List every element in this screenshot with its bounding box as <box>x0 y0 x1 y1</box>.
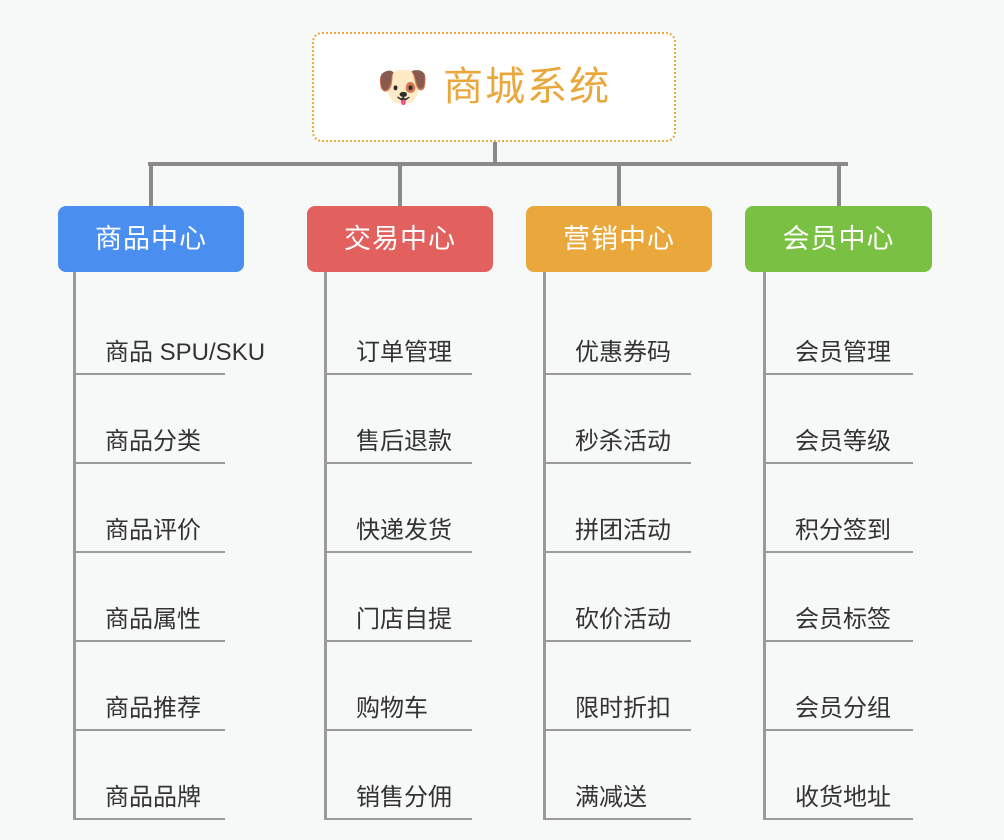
leaf-item[interactable]: 积分签到 <box>763 464 913 553</box>
leaf-underline <box>543 640 691 642</box>
branch-trunk-product-center <box>73 272 76 820</box>
category-label-marketing-center: 营销中心 <box>563 223 675 254</box>
leaf-label: 订单管理 <box>356 339 452 366</box>
category-box-product-center[interactable]: 商品中心 <box>58 206 244 272</box>
leaf-item[interactable]: 收货地址 <box>763 731 913 820</box>
branch-trade-center: 订单管理售后退款快递发货门店自提购物车销售分佣 <box>324 272 512 820</box>
leaf-label: 销售分佣 <box>356 784 452 811</box>
dog-face-icon: 🐶 <box>376 63 430 110</box>
leaf-label: 满减送 <box>575 784 647 811</box>
leaf-item[interactable]: 秒杀活动 <box>543 375 691 464</box>
leaf-item[interactable]: 会员等级 <box>763 375 913 464</box>
leaf-underline <box>324 551 472 553</box>
leaf-underline <box>73 373 225 375</box>
leaf-label: 会员标签 <box>795 606 891 633</box>
leaf-item[interactable]: 拼团活动 <box>543 464 691 553</box>
leaf-item[interactable]: 商品品牌 <box>73 731 225 820</box>
leaf-label: 商品分类 <box>105 428 201 455</box>
leaf-underline <box>324 640 472 642</box>
connector-drop-trade-center <box>398 162 402 207</box>
leaf-label: 快递发货 <box>356 517 452 544</box>
leaf-item[interactable]: 商品推荐 <box>73 642 225 731</box>
leaf-label: 商品推荐 <box>105 695 201 722</box>
leaf-underline <box>763 640 913 642</box>
leaf-item[interactable]: 会员管理 <box>763 286 913 375</box>
root-node[interactable]: 🐶 商城系统 <box>312 32 676 142</box>
branch-trunk-trade-center <box>324 272 327 820</box>
leaf-underline <box>763 551 913 553</box>
leaf-item[interactable]: 会员标签 <box>763 553 913 642</box>
leaf-item[interactable]: 会员分组 <box>763 642 913 731</box>
leaf-label: 商品属性 <box>105 606 201 633</box>
connector-drop-member-center <box>836 162 841 207</box>
branch-trunk-marketing-center <box>543 272 546 820</box>
leaf-label: 门店自提 <box>356 606 452 633</box>
branch-marketing-center: 优惠券码秒杀活动拼团活动砍价活动限时折扣满减送 <box>543 272 731 820</box>
leaf-underline <box>763 818 913 820</box>
connector-root-stem <box>493 142 497 165</box>
leaf-label: 限时折扣 <box>575 695 671 722</box>
leaf-label: 会员管理 <box>795 339 891 366</box>
leaf-item[interactable]: 门店自提 <box>324 553 472 642</box>
leaf-label: 积分签到 <box>795 517 891 544</box>
leaf-item[interactable]: 商品分类 <box>73 375 225 464</box>
leaf-label: 售后退款 <box>356 428 452 455</box>
leaf-underline <box>543 373 691 375</box>
branch-trunk-member-center <box>763 272 766 820</box>
leaf-item[interactable]: 快递发货 <box>324 464 472 553</box>
leaf-item[interactable]: 砍价活动 <box>543 553 691 642</box>
leaf-underline <box>73 640 225 642</box>
leaf-item[interactable]: 限时折扣 <box>543 642 691 731</box>
leaf-underline <box>543 551 691 553</box>
leaf-item[interactable]: 售后退款 <box>324 375 472 464</box>
leaf-label: 拼团活动 <box>575 517 671 544</box>
leaf-label: 优惠券码 <box>575 339 671 366</box>
leaf-underline <box>73 729 225 731</box>
leaf-label: 秒杀活动 <box>575 428 671 455</box>
category-box-marketing-center[interactable]: 营销中心 <box>526 206 712 272</box>
leaf-underline <box>324 729 472 731</box>
leaf-item[interactable]: 满减送 <box>543 731 691 820</box>
category-label-trade-center: 交易中心 <box>344 223 456 254</box>
leaf-item[interactable]: 购物车 <box>324 642 472 731</box>
leaf-underline <box>73 818 225 820</box>
root-title: 商城系统 <box>443 65 612 109</box>
leaf-label: 砍价活动 <box>575 606 671 633</box>
leaf-item[interactable]: 商品属性 <box>73 553 225 642</box>
leaf-label: 购物车 <box>356 695 428 722</box>
category-label-member-center: 会员中心 <box>782 223 895 254</box>
connector-drop-product-center <box>149 162 153 207</box>
leaf-underline <box>543 462 691 464</box>
leaf-underline <box>763 462 913 464</box>
leaf-underline <box>763 373 913 375</box>
connector-horizontal-bus <box>148 162 848 166</box>
leaf-item[interactable]: 销售分佣 <box>324 731 472 820</box>
category-box-trade-center[interactable]: 交易中心 <box>307 206 493 272</box>
branch-product-center: 商品 SPU/SKU 商品分类商品评价商品属性商品推荐商品品牌 <box>73 272 265 820</box>
leaf-label: 商品 SPU/SKU <box>105 339 266 366</box>
leaf-item[interactable]: 商品 SPU/SKU <box>73 286 265 375</box>
leaf-item[interactable]: 商品评价 <box>73 464 225 553</box>
leaf-item[interactable]: 优惠券码 <box>543 286 691 375</box>
leaf-underline <box>763 729 913 731</box>
leaf-item[interactable]: 订单管理 <box>324 286 472 375</box>
category-box-member-center[interactable]: 会员中心 <box>745 206 932 272</box>
leaf-label: 商品评价 <box>105 517 201 544</box>
leaf-underline <box>324 462 472 464</box>
leaf-underline <box>543 729 691 731</box>
leaf-underline <box>324 373 472 375</box>
leaf-label: 商品品牌 <box>105 784 201 811</box>
connector-drop-marketing-center <box>617 162 621 207</box>
leaf-underline <box>324 818 472 820</box>
leaf-label: 会员分组 <box>795 695 891 722</box>
branch-member-center: 会员管理会员等级积分签到会员标签会员分组收货地址 <box>763 272 953 820</box>
leaf-underline <box>73 551 225 553</box>
leaf-underline <box>543 818 691 820</box>
leaf-label: 收货地址 <box>795 784 891 811</box>
category-label-product-center: 商品中心 <box>95 223 207 254</box>
leaf-underline <box>73 462 225 464</box>
leaf-label: 会员等级 <box>795 428 891 455</box>
